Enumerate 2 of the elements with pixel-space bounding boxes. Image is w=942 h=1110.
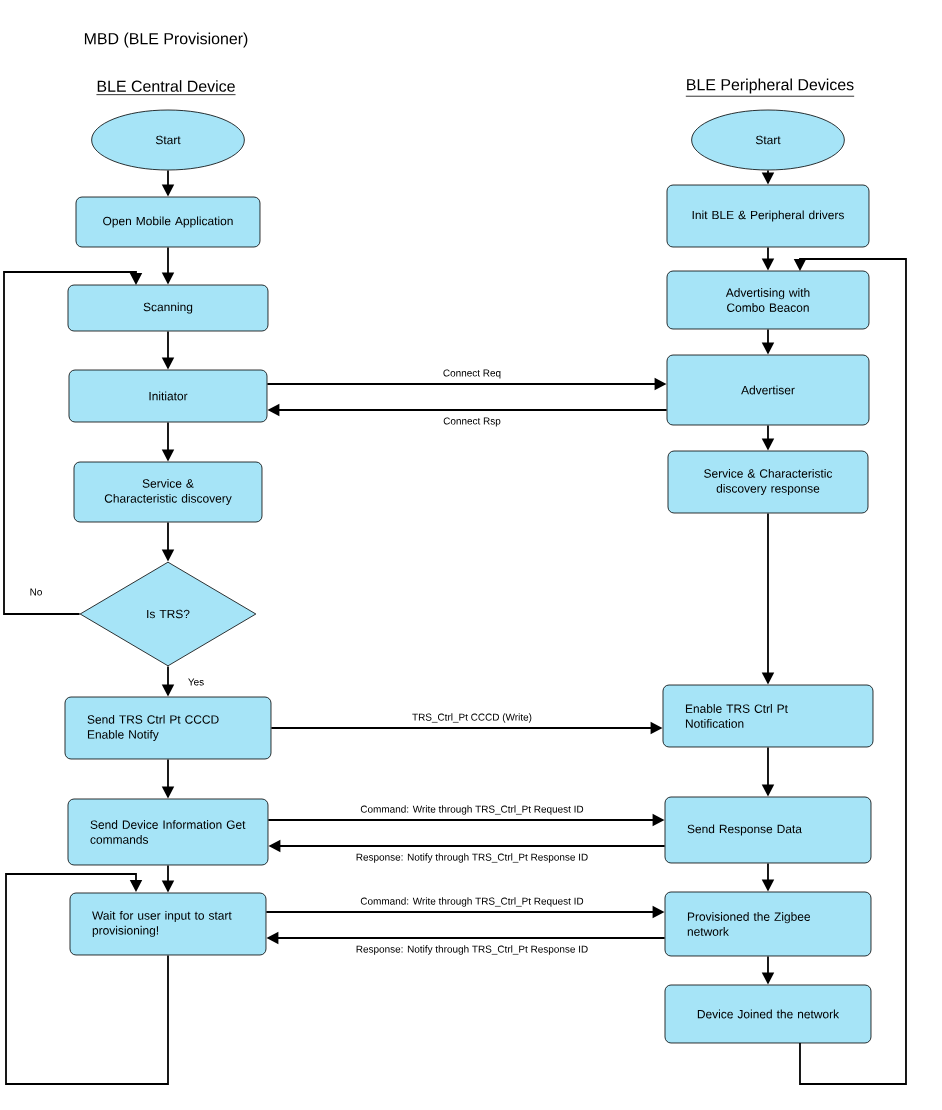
arrow <box>5 873 169 1085</box>
arrow <box>3 271 143 615</box>
